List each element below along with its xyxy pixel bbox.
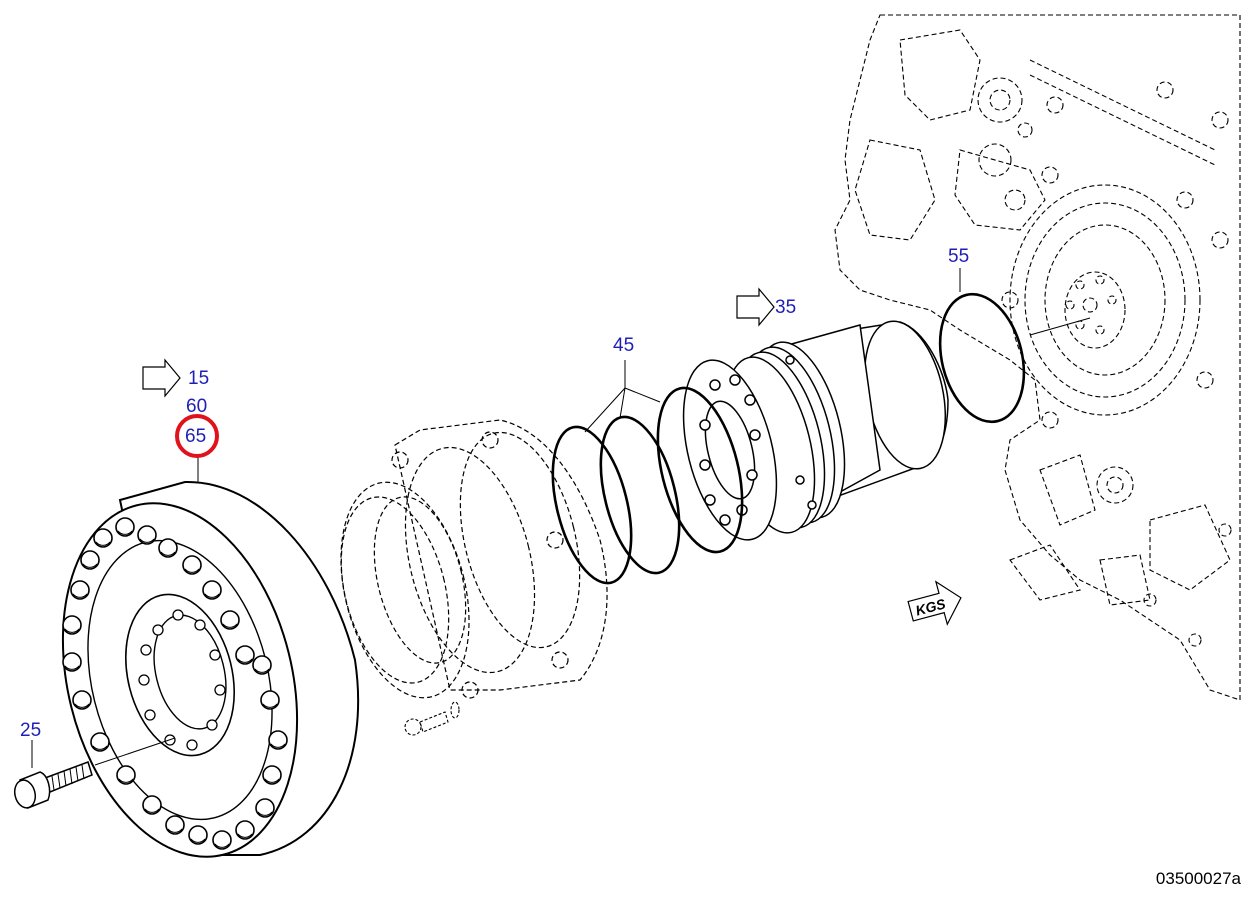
drawing-reference-code: 03500027a [1155, 869, 1241, 888]
callout-45[interactable]: 45 [613, 335, 635, 356]
vibration-damper-65 [61, 480, 360, 858]
engine-block [834, 14, 1241, 701]
callout-25[interactable]: 25 [20, 720, 42, 741]
callout-65[interactable]: 65 [185, 426, 207, 447]
selection-highlight-circle [175, 414, 219, 458]
axis-line-right [1029, 317, 1091, 336]
callout-60[interactable]: 60 [186, 396, 208, 417]
o-rings-45 [551, 386, 744, 585]
callout-55[interactable]: 55 [948, 246, 970, 267]
arrow-icon-35 [736, 287, 775, 327]
kgs-label: KGS [914, 595, 948, 618]
bolt-25 [13, 761, 93, 810]
callout-15[interactable]: 15 [188, 368, 210, 389]
housing-bolt [404, 701, 460, 736]
axis-line-left [94, 737, 176, 766]
callout-35[interactable]: 35 [775, 297, 797, 318]
kgs-arrow-icon[interactable]: KGS [905, 577, 967, 633]
housing-cover [340, 419, 608, 699]
hub-shaft-35 [682, 320, 949, 541]
arrow-icon-15 [142, 358, 181, 398]
leader-lines-45 [584, 360, 661, 433]
o-ring-55 [938, 292, 1026, 424]
